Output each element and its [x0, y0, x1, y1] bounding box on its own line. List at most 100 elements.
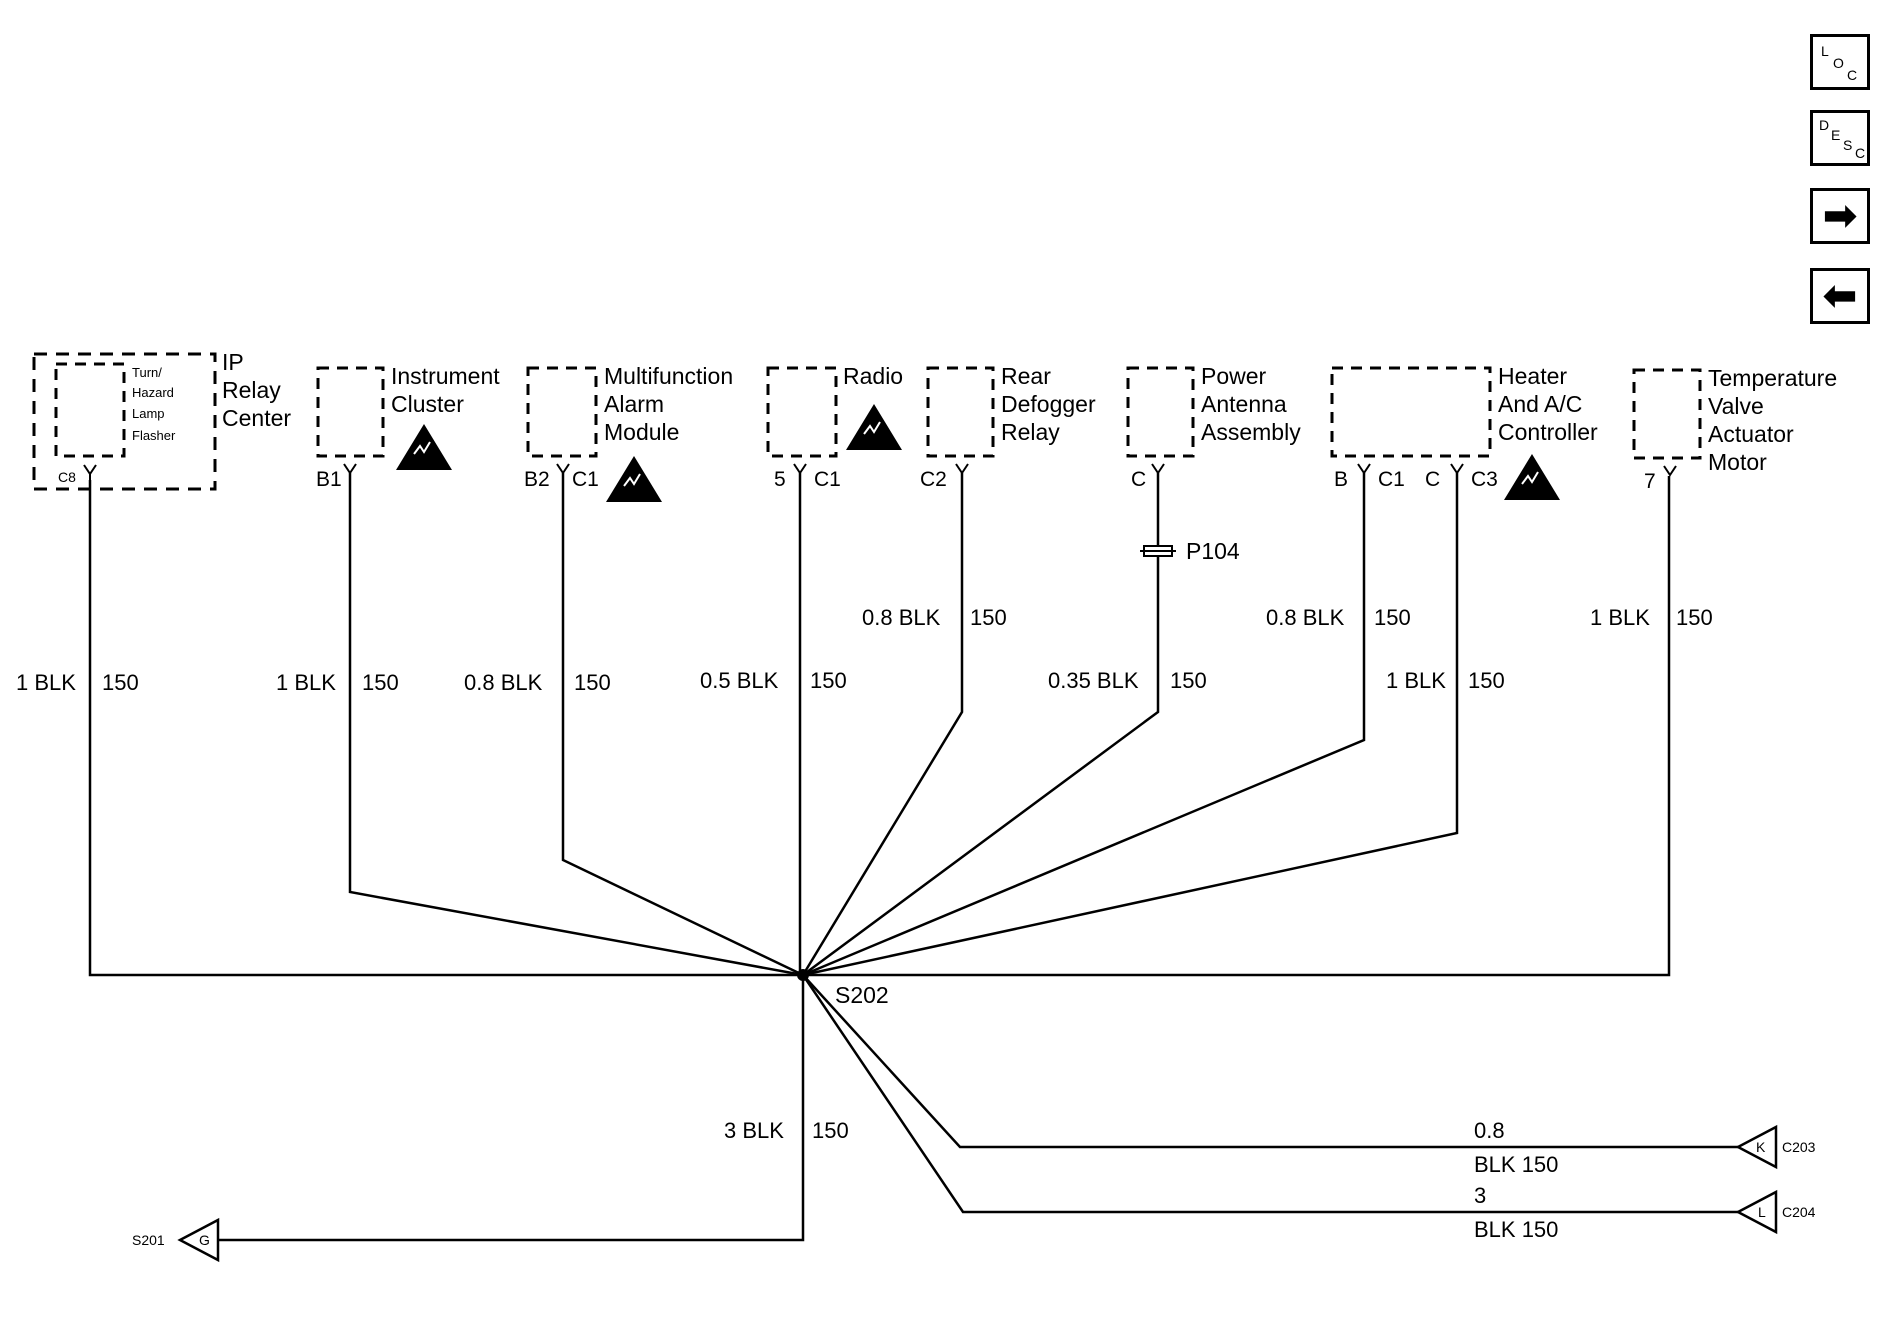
wire-ip-circuit: 150 — [102, 670, 139, 695]
esd-warning-icon — [605, 455, 663, 503]
temp-pin-icon — [1663, 465, 1677, 477]
wire-group — [88, 473, 1738, 1242]
temp-label-1: Temperature — [1708, 365, 1837, 391]
desc-letter-d: D — [1819, 117, 1830, 133]
alarm-label-1: Multifunction — [604, 363, 733, 389]
wire-antenna-size: 0.35 BLK — [1048, 668, 1139, 693]
antenna-pin-icon — [1151, 463, 1165, 475]
c203-pin: K — [1756, 1139, 1766, 1155]
alarm-label-3: Module — [604, 419, 679, 445]
wire-heater-b-size: 0.8 BLK — [1266, 605, 1345, 630]
wire-alarm-size: 0.8 BLK — [464, 670, 543, 695]
wire-alarm-circuit: 150 — [574, 670, 611, 695]
wire-ground-circuit: 150 — [812, 1118, 849, 1143]
alarm-label-2: Alarm — [604, 391, 664, 417]
wire-c203 — [802, 974, 1738, 1149]
wire-cluster-size: 1 BLK — [276, 670, 336, 695]
defogger-label-1: Rear — [1001, 363, 1051, 389]
ip-inner-label-2: Hazard — [132, 385, 174, 400]
heater-connector-c3: C3 — [1471, 468, 1498, 491]
p104-label: P104 — [1186, 538, 1240, 564]
alarm-module[interactable]: Multifunction Alarm Module B2 C1 — [524, 363, 733, 503]
wire-ground-size: 3 BLK — [724, 1118, 784, 1143]
alarm-pin-icon — [556, 463, 570, 475]
ip-relay-center[interactable]: Turn/ Hazard Lamp Flasher IP Relay Cente… — [32, 349, 291, 491]
heater-pin-c: C — [1425, 468, 1440, 491]
ip-inner-label-3: Lamp — [132, 406, 165, 421]
left-arrow-icon: ⬅ — [1823, 274, 1857, 318]
alarm-connector: C1 — [572, 468, 599, 491]
wire-antenna-circuit: 150 — [1170, 668, 1207, 693]
c204-connector[interactable]: L C204 — [1735, 1189, 1816, 1235]
next-page-button[interactable]: ➡ — [1810, 188, 1870, 244]
power-antenna-assembly[interactable]: Power Antenna Assembly C — [1126, 363, 1301, 491]
p104-connector: P104 — [1140, 538, 1240, 564]
heater-ac-controller[interactable]: Heater And A/C Controller B C1 C C3 — [1330, 363, 1598, 501]
ip-connector-label: C8 — [58, 469, 76, 485]
defogger-label-3: Relay — [1001, 419, 1060, 445]
defogger-pin-icon — [955, 463, 969, 475]
radio[interactable]: Radio 5 C1 — [766, 363, 903, 491]
heater-label-1: Heater — [1498, 363, 1567, 389]
cluster-pin: B1 — [316, 468, 342, 491]
temp-pin: 7 — [1644, 470, 1656, 493]
loc-letter-l: L — [1821, 43, 1829, 59]
temperature-valve-actuator-motor[interactable]: Temperature Valve Actuator Motor 7 — [1632, 365, 1837, 493]
wire-defogger — [801, 473, 964, 976]
c203-label: C203 — [1782, 1139, 1816, 1155]
desc-letter-e: E — [1831, 127, 1841, 143]
antenna-label-3: Assembly — [1201, 419, 1301, 445]
wire-c204-circuit: BLK 150 — [1474, 1217, 1558, 1242]
wire-c203-size: 0.8 — [1474, 1118, 1505, 1143]
desc-button[interactable]: D E S C — [1810, 110, 1870, 166]
radio-pin-icon — [793, 463, 807, 475]
c204-pin: L — [1758, 1204, 1766, 1220]
esd-warning-icon — [1503, 453, 1561, 501]
wire-ip-size: 1 BLK — [16, 670, 76, 695]
s201-label: S201 — [132, 1232, 165, 1248]
instrument-cluster[interactable]: Instrument Cluster B1 — [316, 363, 500, 491]
wire-defogger-size: 0.8 BLK — [862, 605, 941, 630]
wire-c204 — [801, 974, 1738, 1214]
heater-label-3: Controller — [1498, 419, 1598, 445]
wire-heater-c-circuit: 150 — [1468, 668, 1505, 693]
heater-pin-b: B — [1334, 468, 1348, 491]
wire-heater-c — [802, 473, 1459, 977]
temp-label-3: Actuator — [1708, 421, 1794, 447]
c203-connector[interactable]: K C203 — [1735, 1124, 1816, 1170]
wire-heater-b — [802, 473, 1366, 977]
wire-temp-circuit: 150 — [1676, 605, 1713, 630]
right-arrow-icon: ➡ — [1823, 194, 1857, 238]
prev-page-button[interactable]: ⬅ — [1810, 268, 1870, 324]
wire-radio-size: 0.5 BLK — [700, 668, 779, 693]
loc-letter-o: O — [1833, 55, 1844, 71]
desc-letter-c: C — [1855, 145, 1866, 161]
wire-labels: 1 BLK 150 1 BLK 150 0.8 BLK 150 0.5 BLK … — [16, 605, 1713, 1242]
ip-label-1: IP — [222, 349, 244, 375]
rear-defogger-relay[interactable]: Rear Defogger Relay C2 — [920, 363, 1096, 491]
esd-warning-icon — [395, 423, 453, 471]
esd-warning-icon — [845, 403, 903, 451]
wire-heater-c-size: 1 BLK — [1386, 668, 1446, 693]
s201-connector[interactable]: G S201 — [132, 1217, 220, 1263]
antenna-label-2: Antenna — [1201, 391, 1287, 417]
wire-heater-b-circuit: 150 — [1374, 605, 1411, 630]
wire-ground-s201 — [218, 975, 805, 1242]
defogger-label-2: Defogger — [1001, 391, 1096, 417]
splice-s202-dot — [797, 969, 809, 981]
ip-inner-label-1: Turn/ — [132, 365, 162, 380]
ip-inner-label-4: Flasher — [132, 428, 176, 443]
wire-cluster — [348, 473, 804, 977]
ip-label-2: Relay — [222, 377, 281, 403]
cluster-label-1: Instrument — [391, 363, 500, 389]
radio-pin: 5 — [774, 468, 786, 491]
wire-alarm — [561, 473, 804, 977]
radio-connector: C1 — [814, 468, 841, 491]
wire-radio-circuit: 150 — [810, 668, 847, 693]
ip-pin-icon — [83, 464, 97, 480]
splice-label: S202 — [835, 982, 889, 1008]
antenna-pin: C — [1131, 468, 1146, 491]
ip-label-3: Center — [222, 405, 291, 431]
temp-label-2: Valve — [1708, 393, 1764, 419]
loc-button[interactable]: L O C — [1810, 34, 1870, 90]
